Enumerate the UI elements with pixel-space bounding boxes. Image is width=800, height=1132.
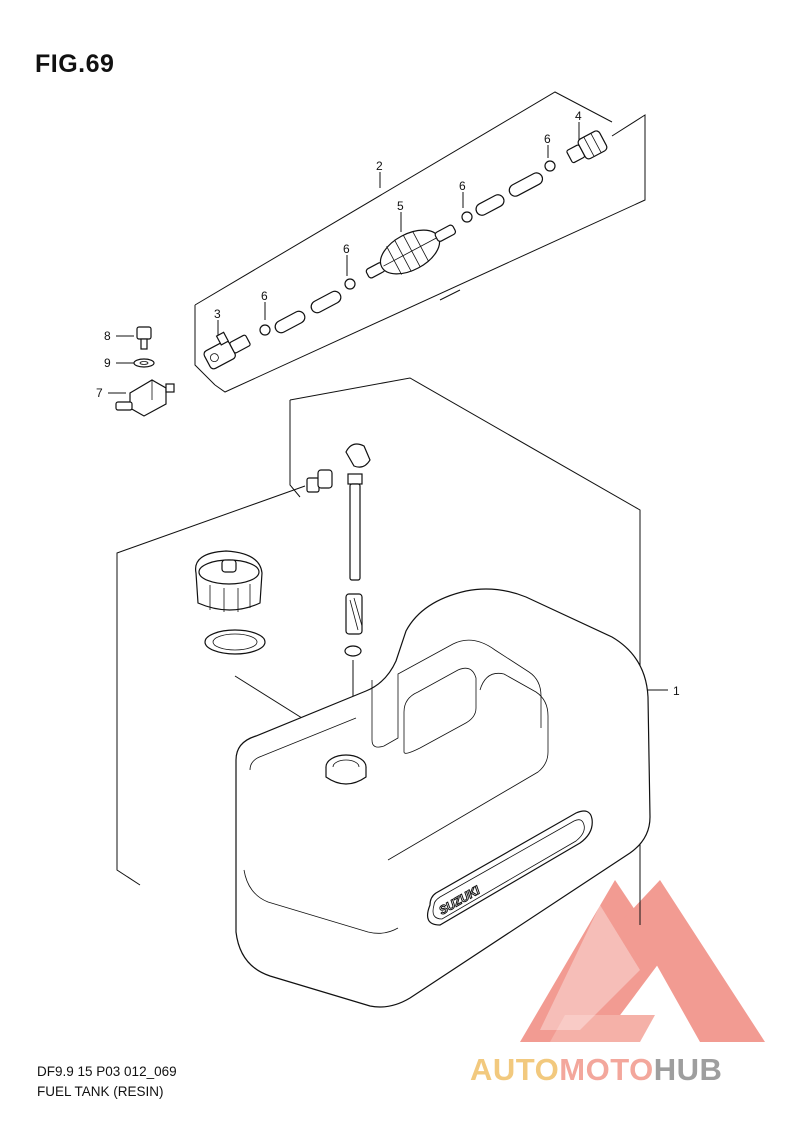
callout-labels: 1 2 3 4 5 6 6 6 6 7 8 9 — [96, 109, 680, 698]
hose-assembly-frame — [194, 91, 646, 393]
callout-label: 2 — [376, 159, 383, 173]
watermark-part: MOTO — [559, 1052, 654, 1087]
bolt-icon — [136, 326, 152, 350]
callout-label: 6 — [459, 179, 466, 193]
callout-label: 6 — [343, 242, 350, 256]
watermark-part: AUTO — [470, 1052, 560, 1087]
filler-cap-icon — [194, 550, 263, 612]
watermark-text: AUTOMOTOHUB — [470, 1052, 722, 1088]
callout-label: 6 — [544, 132, 551, 146]
callout-label: 1 — [673, 684, 680, 698]
callout-label: 4 — [575, 109, 582, 123]
hose-segments — [274, 172, 544, 334]
callout-label: 9 — [104, 356, 111, 370]
callout-label: 3 — [214, 307, 221, 321]
figure-title: FIG.69 — [35, 50, 115, 78]
fuel-joint-icon — [115, 379, 175, 417]
callout-label: 7 — [96, 386, 103, 400]
watermark-part: HUB — [653, 1052, 723, 1087]
engine-connector-icon — [203, 331, 251, 370]
callout-label: 8 — [104, 329, 111, 343]
callout-label: 5 — [397, 199, 404, 213]
cap-gasket-icon — [204, 629, 266, 655]
figure-name: FUEL TANK (RESIN) — [37, 1084, 164, 1099]
fuel-connector-icon — [566, 130, 608, 164]
fuel-tank-icon: SUZUKI — [235, 588, 651, 1008]
figure-code: DF9.9 15 P03 012_069 — [37, 1064, 177, 1079]
watermark-logo-icon — [520, 880, 765, 1042]
washer-icon — [133, 358, 155, 368]
primer-bulb-icon — [365, 224, 457, 279]
callout-label: 6 — [261, 289, 268, 303]
hose-clip-icons — [259, 160, 556, 336]
fuel-pickup-icon — [306, 443, 371, 724]
